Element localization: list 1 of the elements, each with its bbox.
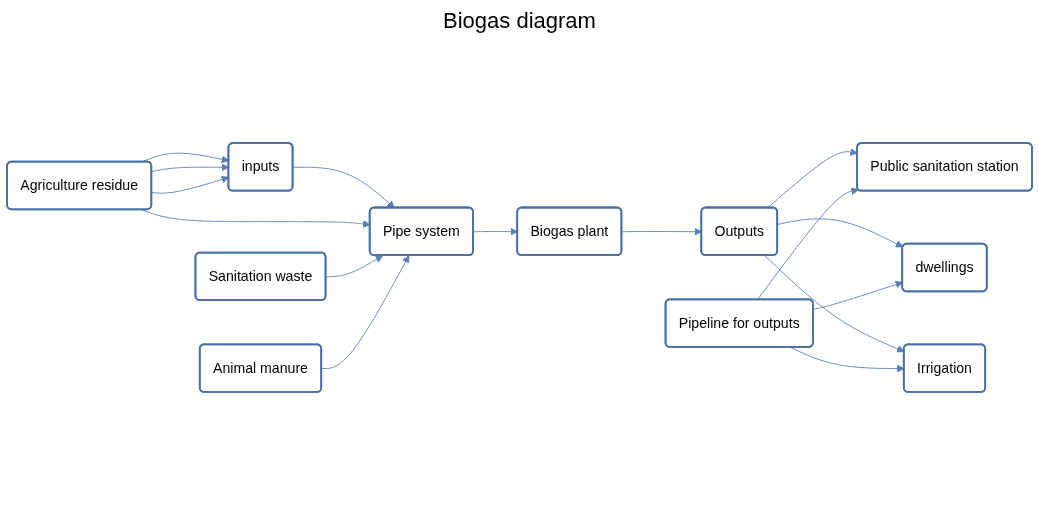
diagram-title: Biogas diagram — [442, 8, 597, 34]
